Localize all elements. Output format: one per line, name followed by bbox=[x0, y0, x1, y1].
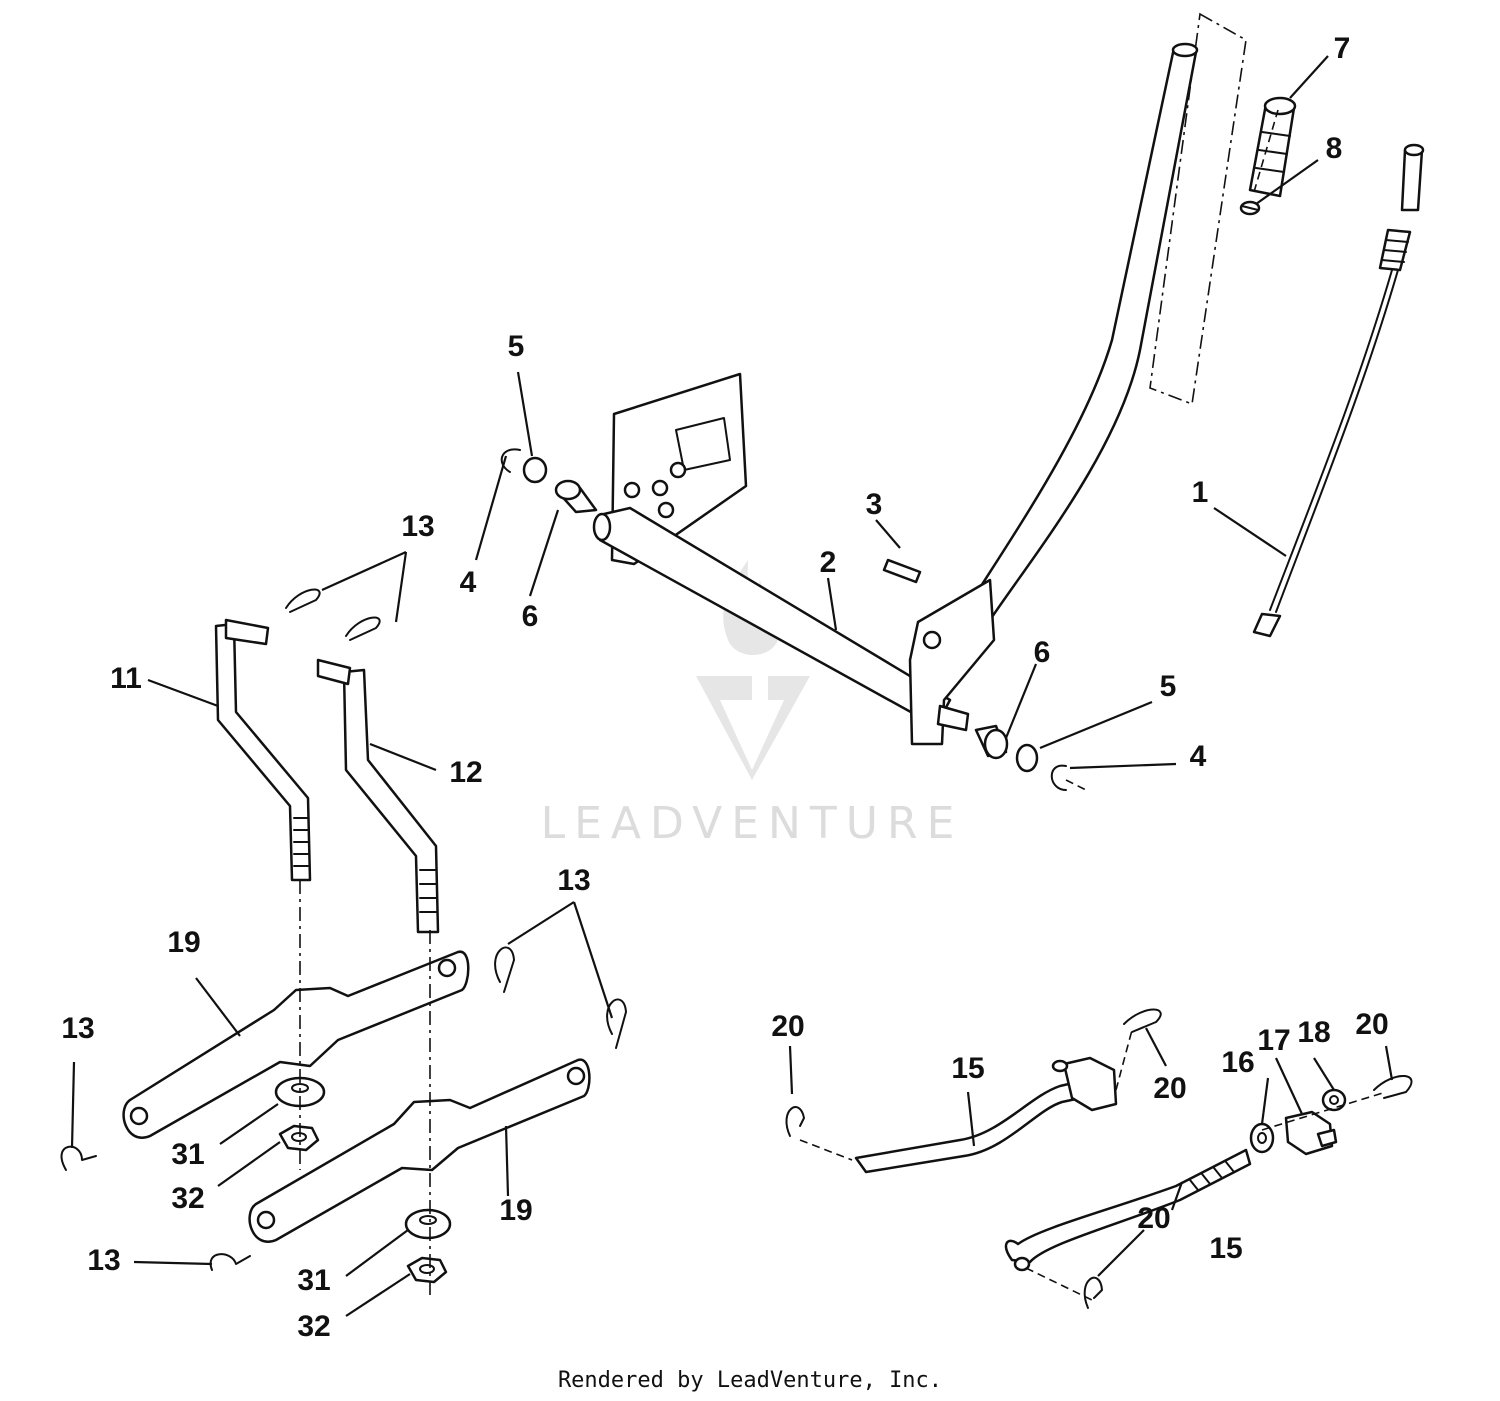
callout-19-upper: 19 bbox=[167, 926, 200, 959]
handle-outline-phantom bbox=[1149, 12, 1247, 406]
connector-line-2 bbox=[1115, 1029, 1133, 1091]
callout-31-upper: 31 bbox=[171, 1138, 204, 1171]
connector-line-5 bbox=[1065, 779, 1087, 791]
hairpin-clip-c bbox=[494, 946, 515, 993]
lever-bracket bbox=[908, 578, 996, 746]
callout-32-upper: 32 bbox=[171, 1182, 204, 1215]
callout-15-lower: 15 bbox=[1209, 1232, 1242, 1265]
adjuster-nut-18 bbox=[1321, 1088, 1347, 1112]
callout-13-top: 13 bbox=[401, 510, 434, 543]
left-washer bbox=[522, 456, 548, 484]
leader-lines bbox=[70, 55, 1394, 1317]
left-e-clip bbox=[500, 448, 521, 473]
callout-4-left: 4 bbox=[460, 566, 477, 599]
callout-20-mid: 20 bbox=[1153, 1072, 1186, 1105]
right-bushing bbox=[974, 724, 1009, 760]
connector-line-1 bbox=[799, 1139, 853, 1161]
callout-20-right: 20 bbox=[1355, 1008, 1388, 1041]
callout-17: 17 bbox=[1257, 1024, 1290, 1057]
callout-11: 11 bbox=[110, 662, 142, 695]
lift-lever bbox=[940, 42, 1199, 662]
right-e-clip bbox=[1050, 764, 1067, 791]
adjuster-block bbox=[1284, 1110, 1338, 1156]
watermark-text: LEADVENTURE bbox=[541, 798, 964, 849]
grip bbox=[1248, 96, 1297, 198]
adjuster-rod-lower bbox=[1004, 1148, 1252, 1272]
grip-nut bbox=[1239, 200, 1261, 216]
callout-7: 7 bbox=[1334, 32, 1351, 65]
callout-20-bottom: 20 bbox=[1137, 1202, 1170, 1235]
clip-20-c bbox=[1373, 1075, 1413, 1099]
callout-13-right: 13 bbox=[557, 864, 590, 897]
lift-link-right bbox=[316, 658, 440, 934]
hairpin-clip-d bbox=[606, 998, 627, 1049]
callout-6-left: 6 bbox=[522, 600, 539, 633]
adjuster-rod-upper bbox=[854, 1056, 1118, 1174]
callout-31-lower: 31 bbox=[297, 1264, 330, 1297]
callout-labels: 1 2 3 4 4 5 5 6 6 7 8 11 12 13 13 13 13 … bbox=[61, 32, 1388, 1343]
right-washer bbox=[1015, 743, 1039, 773]
hairpin-clip-f bbox=[209, 1253, 251, 1271]
adjuster-nut-16 bbox=[1249, 1122, 1275, 1154]
hairpin-clip-e bbox=[60, 1145, 97, 1171]
callout-15-upper: 15 bbox=[951, 1052, 984, 1085]
connector-line-4 bbox=[1025, 1267, 1093, 1301]
footer-credit: Rendered by LeadVenture, Inc. bbox=[557, 1368, 943, 1393]
clip-20-a bbox=[785, 1106, 805, 1137]
connector-line-6 bbox=[1253, 109, 1279, 193]
callout-16: 16 bbox=[1221, 1046, 1254, 1079]
hairpin-clip-a bbox=[285, 588, 321, 613]
callout-5-left: 5 bbox=[508, 330, 525, 363]
lift-cable bbox=[1252, 143, 1425, 638]
callout-5-right: 5 bbox=[1160, 670, 1177, 703]
callout-32-lower: 32 bbox=[297, 1310, 330, 1343]
nut-upper bbox=[278, 1124, 320, 1152]
lift-link-left bbox=[214, 618, 312, 882]
callout-20-left: 20 bbox=[771, 1010, 804, 1043]
clip-20-b bbox=[1123, 1008, 1162, 1033]
spacer-lower bbox=[404, 1208, 452, 1240]
callout-2: 2 bbox=[820, 546, 837, 579]
lift-arm-lower bbox=[248, 1058, 591, 1243]
callout-13-left: 13 bbox=[61, 1012, 94, 1045]
callout-8: 8 bbox=[1326, 132, 1343, 165]
callout-1: 1 bbox=[1192, 476, 1209, 509]
callout-3: 3 bbox=[866, 488, 883, 521]
callout-19-lower: 19 bbox=[499, 1194, 532, 1227]
lift-arm-upper bbox=[122, 950, 470, 1139]
callout-12: 12 bbox=[449, 756, 482, 789]
roll-pin bbox=[882, 558, 922, 584]
callout-13-bottom: 13 bbox=[87, 1244, 120, 1277]
callout-4-right: 4 bbox=[1190, 740, 1207, 773]
callout-18: 18 bbox=[1297, 1016, 1330, 1049]
connector-line-3 bbox=[1261, 1091, 1387, 1131]
nut-lower bbox=[406, 1256, 448, 1284]
left-bushing bbox=[554, 479, 598, 514]
callout-6-right: 6 bbox=[1034, 636, 1051, 669]
clip-20-d bbox=[1083, 1276, 1103, 1309]
hairpin-clip-b bbox=[345, 616, 381, 641]
